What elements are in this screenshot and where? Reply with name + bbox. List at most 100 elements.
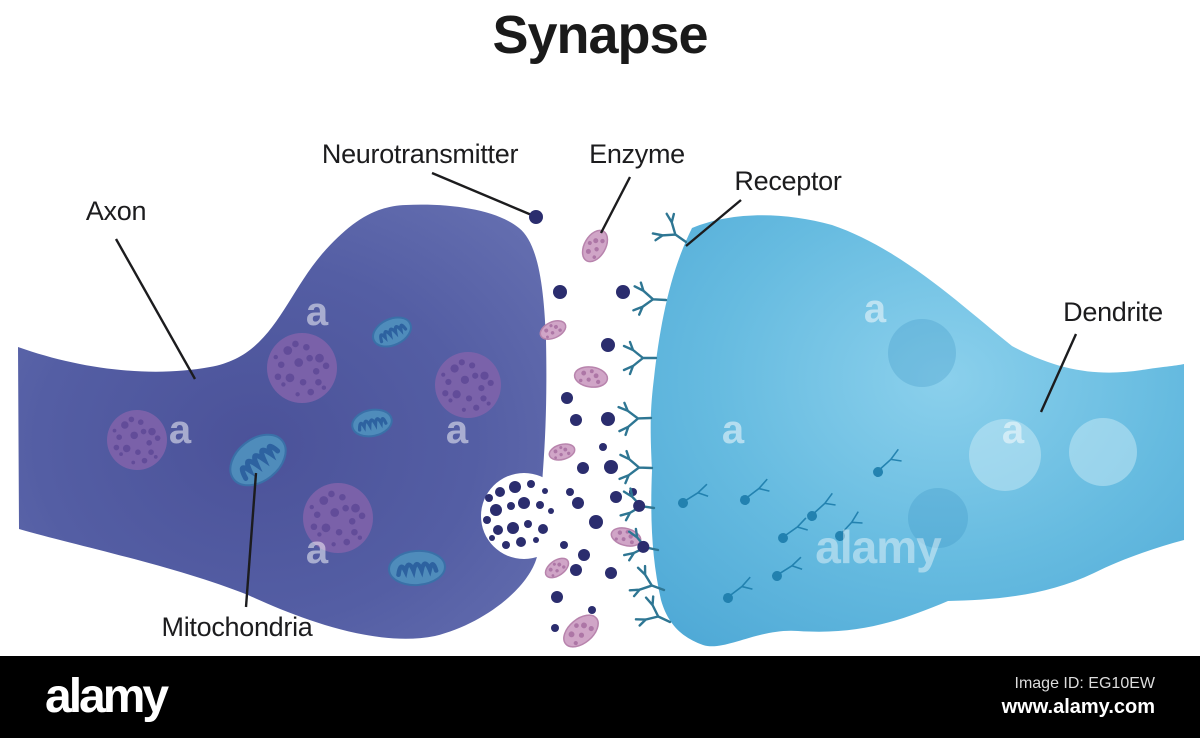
- neurotransmitter-dot: [551, 624, 559, 632]
- internalized-receptor: [723, 576, 753, 603]
- membrane-receptors: [617, 212, 688, 627]
- watermark-letter: a: [1002, 408, 1025, 452]
- internalized-receptor: [873, 448, 902, 477]
- neurotransmitter-dot: [536, 501, 544, 509]
- neurotransmitter-dot: [527, 480, 535, 488]
- neurotransmitter-dot: [605, 567, 617, 579]
- watermark-letter: a: [446, 408, 469, 452]
- receptor-shape: [617, 401, 653, 437]
- internalized-receptor: [678, 483, 709, 508]
- neurotransmitter-dot: [561, 392, 573, 404]
- website-url: www.alamy.com: [1001, 696, 1155, 719]
- mitochondrion: [388, 549, 446, 587]
- neurotransmitter-dot: [502, 541, 510, 549]
- neurotransmitter-dot: [599, 443, 607, 451]
- page-title: Synapse: [492, 5, 708, 65]
- synaptic-vesicle: [435, 352, 501, 418]
- dendrite-inner-structures: [678, 319, 1137, 603]
- internalized-receptor: [835, 511, 863, 541]
- neurotransmitter-dot: [529, 210, 543, 224]
- enzyme-shape: [563, 614, 599, 648]
- leader-line: [685, 199, 742, 247]
- label-receptor: Receptor: [734, 166, 842, 196]
- receptor-shape: [651, 212, 688, 244]
- neurotransmitter-dot: [495, 487, 505, 497]
- enzyme-shape: [539, 320, 567, 340]
- neurotransmitter-dot: [570, 414, 582, 426]
- neurotransmitter-dot: [551, 591, 563, 603]
- neurotransmitter-dot: [542, 488, 548, 494]
- receptor-shape: [622, 340, 658, 376]
- neurotransmitter-dot: [490, 504, 502, 516]
- neurotransmitter-dot: [566, 488, 574, 496]
- neurotransmitter-dot: [533, 537, 539, 543]
- neurotransmitter-dot: [507, 522, 519, 534]
- neurotransmitter-dot: [507, 502, 515, 510]
- internalized-receptor: [807, 492, 836, 521]
- neurotransmitter-dot: [610, 491, 622, 503]
- synaptic-vesicle: [107, 410, 167, 470]
- label-enzyme: Enzyme: [589, 139, 685, 169]
- watermark-letter: a: [169, 408, 192, 452]
- internalized-receptor: [778, 517, 808, 543]
- enzymes: [539, 229, 642, 648]
- watermark-letter: a: [306, 528, 329, 572]
- neurotransmitter-dot: [572, 497, 584, 509]
- neurotransmitter-dot: [553, 285, 567, 299]
- receptor-shape: [634, 595, 672, 627]
- enzyme-shape: [581, 229, 609, 263]
- neurotransmitter-dot: [601, 338, 615, 352]
- mitochondrion: [351, 408, 393, 438]
- leader-line: [244, 472, 258, 608]
- neurotransmitter-dot: [578, 549, 590, 561]
- fusing-vesicle: [481, 473, 567, 559]
- neurotransmitter-dot: [548, 508, 554, 514]
- neurotransmitter-dot: [601, 412, 615, 426]
- mitochondrion: [372, 316, 412, 348]
- watermark-word: alamy: [815, 521, 942, 573]
- neurotransmitter-dots: [483, 285, 637, 632]
- neurotransmitter-dot: [604, 460, 618, 474]
- neurotransmitter-dot: [489, 535, 495, 541]
- neurotransmitter-dot: [524, 520, 532, 528]
- enzyme-shape: [544, 557, 570, 579]
- neurotransmitter-dot: [509, 481, 521, 493]
- alamy-logo: alamy: [45, 670, 169, 723]
- footer-bar: alamy Image ID: EG10EW www.alamy.com: [0, 656, 1200, 738]
- synaptic-vesicle: [303, 483, 373, 553]
- label-neurotransmitter: Neurotransmitter: [321, 139, 519, 169]
- neurotransmitter-dot: [588, 606, 596, 614]
- label-dendrite: Dendrite: [1063, 297, 1163, 327]
- leader-lines: [114, 171, 1078, 608]
- watermark-letter: a: [306, 290, 329, 334]
- receptor-shape: [632, 281, 668, 316]
- dendrite-vesicle: [888, 319, 956, 387]
- watermark-letter: a: [864, 287, 887, 331]
- axon-terminal-shape: [18, 204, 547, 639]
- label-mitochondria: Mitochondria: [161, 612, 313, 642]
- internalized-receptor: [740, 478, 770, 505]
- enzyme-shape: [573, 366, 609, 388]
- label-axon: Axon: [85, 196, 147, 226]
- mitochondrion: [229, 433, 287, 487]
- receptor-shape: [628, 564, 666, 598]
- dendrite-vesicle: [1069, 418, 1137, 486]
- dendrite-vesicle: [908, 488, 968, 548]
- leader-line: [599, 176, 632, 234]
- leader-line: [1039, 333, 1078, 413]
- neurotransmitter-dot: [570, 564, 582, 576]
- image-id: Image ID: EG10EW: [1014, 674, 1156, 692]
- neurotransmitter-dot: [560, 541, 568, 549]
- receptor-shape: [619, 487, 656, 522]
- neurotransmitter-dot: [485, 494, 493, 502]
- axon-organelles: [107, 316, 501, 587]
- neurotransmitter-dot: [493, 525, 503, 535]
- receptor-shape: [618, 449, 654, 485]
- leader-line: [431, 171, 535, 218]
- neurotransmitter-dot: [538, 524, 548, 534]
- neurotransmitter-dot: [577, 462, 589, 474]
- neurotransmitter-dot: [483, 516, 491, 524]
- leader-line: [114, 238, 197, 380]
